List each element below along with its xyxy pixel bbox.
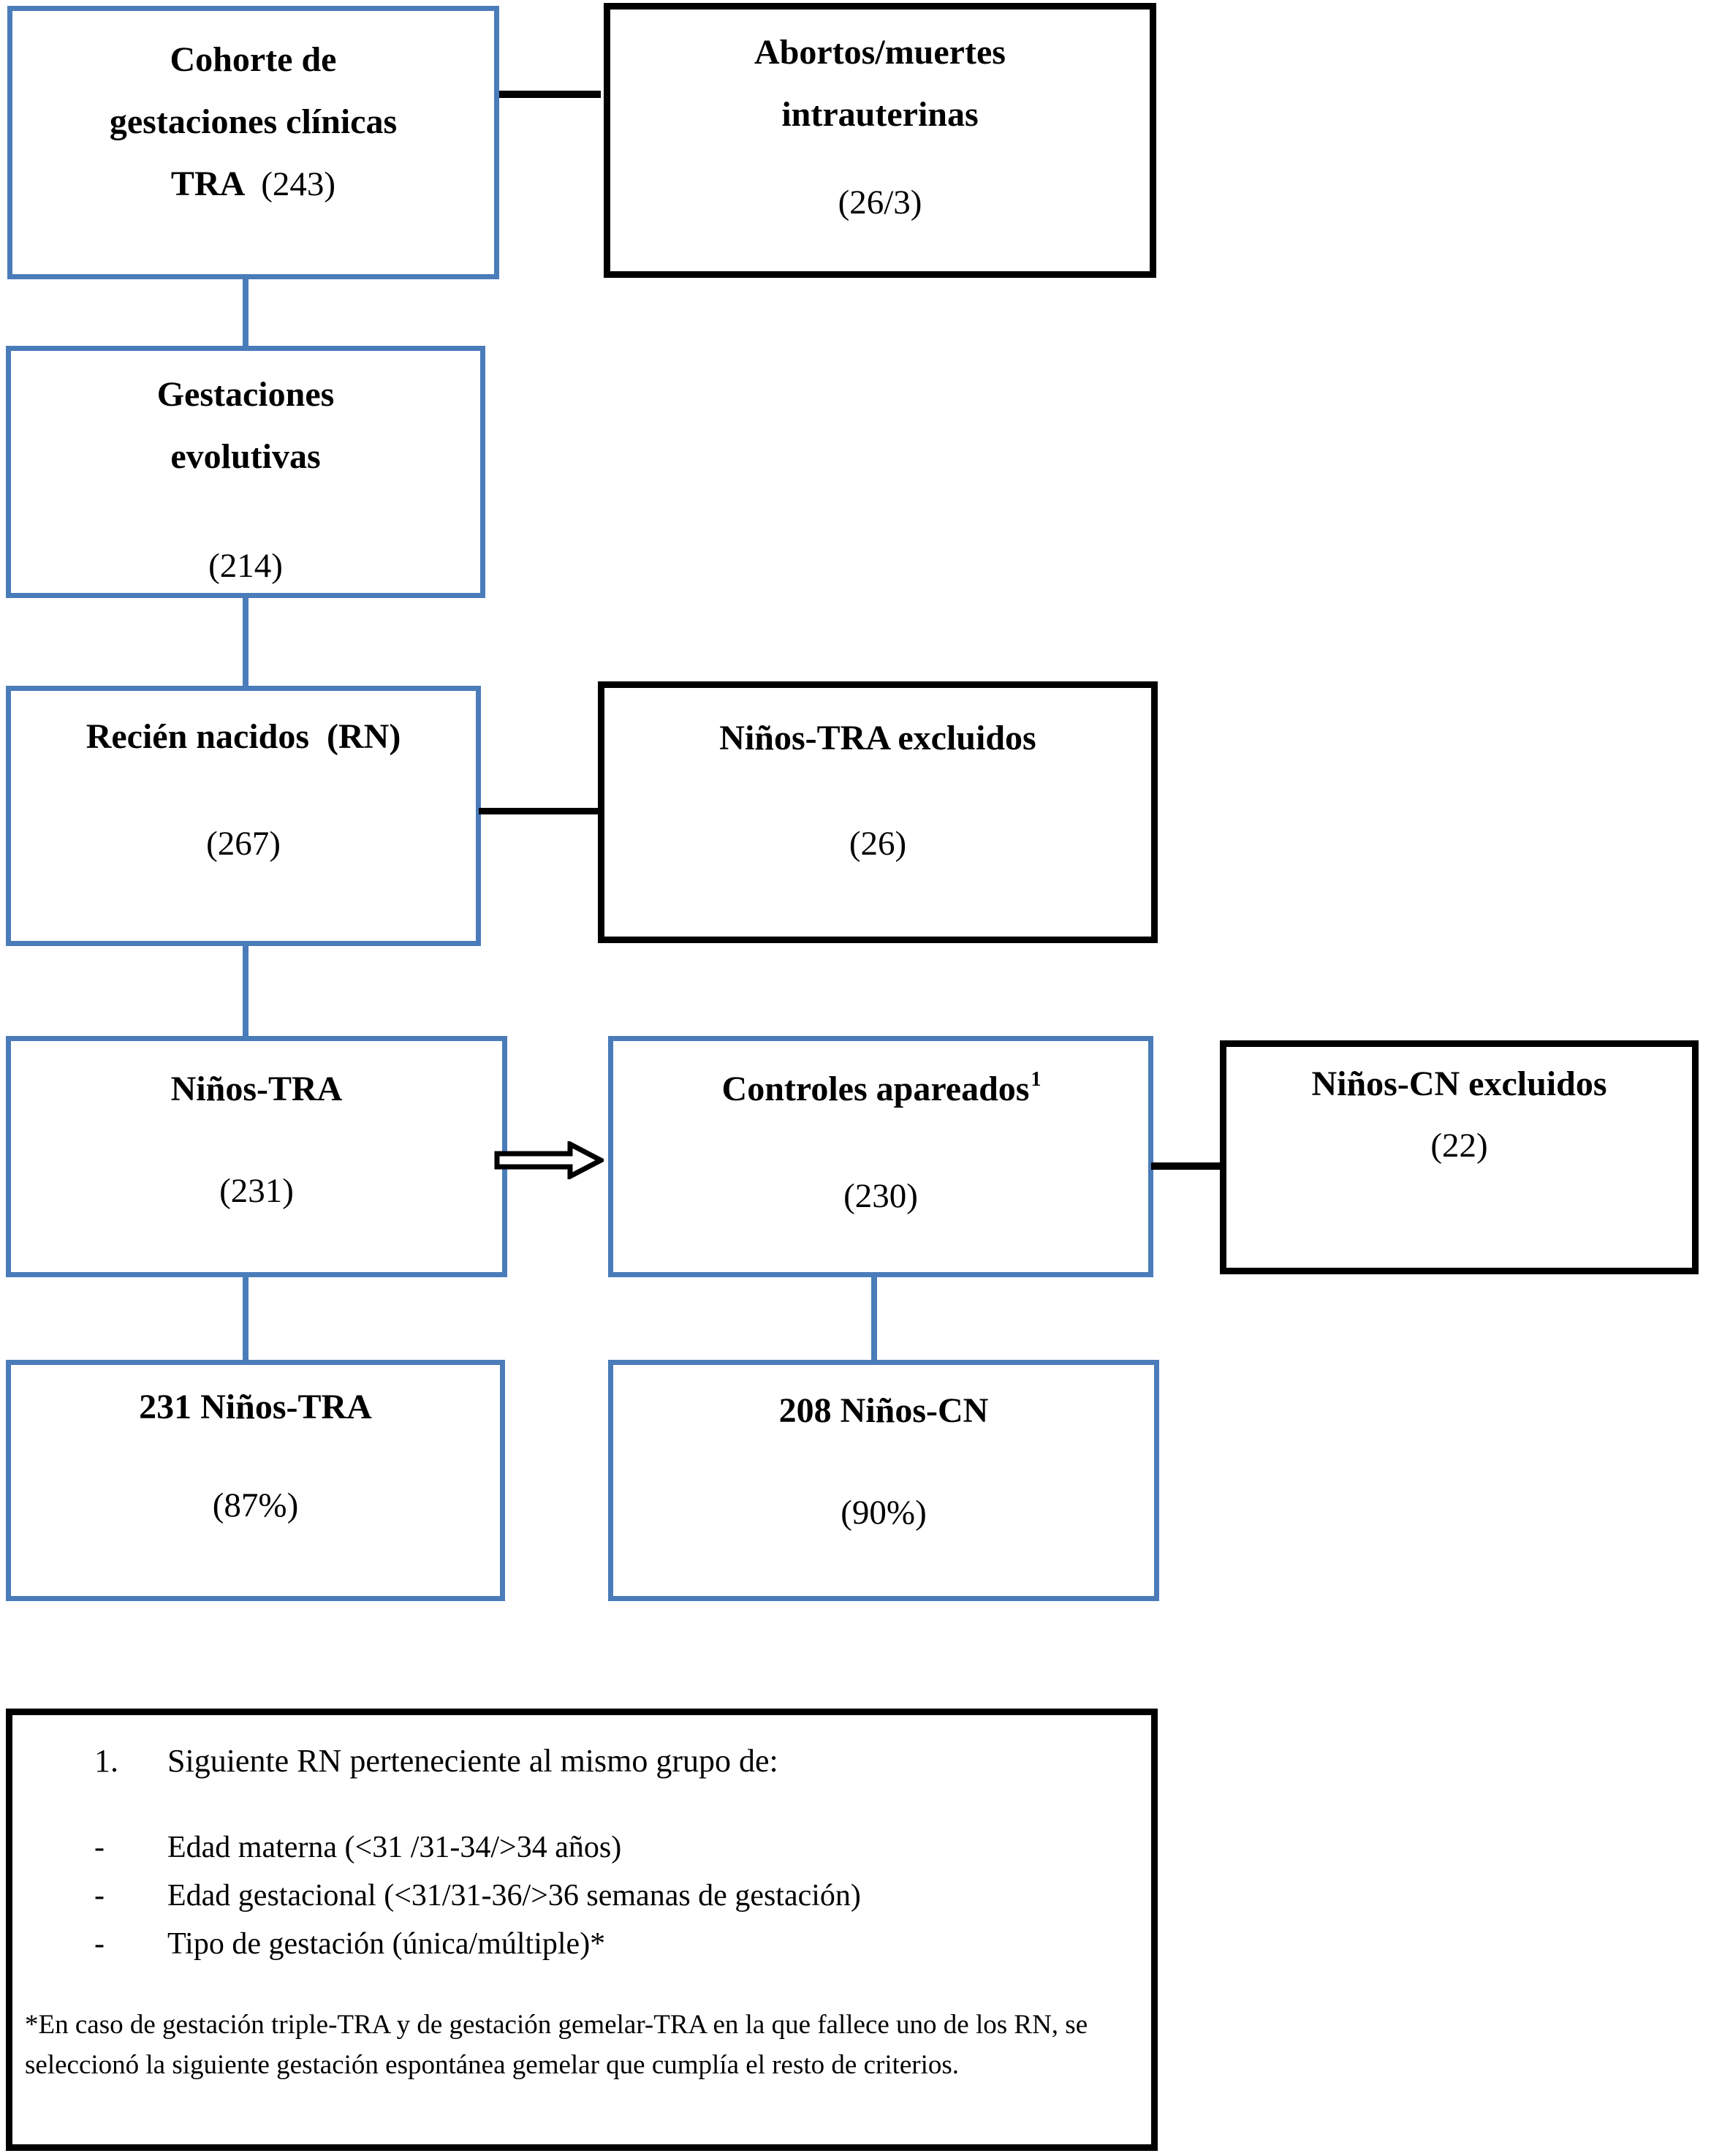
box-count: (22) (1430, 1127, 1488, 1165)
box-title-line: Gestaciones (156, 375, 335, 414)
footnote-asterisk-note: *En caso de gestación triple-TRA y de ge… (25, 2010, 1088, 2080)
box-final-ninos-tra: 231 Niños-TRA (87%) (6, 1360, 505, 1601)
box-title-line: 231 Niños-TRA (139, 1388, 372, 1426)
connector-cohorte-abortos (499, 91, 601, 98)
connector-ninostra-final (243, 1276, 249, 1361)
box-count: (243) (261, 165, 336, 203)
box-abortos-muertes: Abortos/muertes intrauterinas (26/3) (604, 3, 1156, 278)
footnote-box: 1. Siguiente RN perteneciente al mismo g… (6, 1709, 1158, 2151)
box-title-line: 208 Niños-CN (778, 1391, 989, 1430)
box-ninos-cn-excluidos: Niños-CN excluidos (22) (1220, 1040, 1699, 1274)
matching-arrow-icon (494, 1141, 604, 1179)
box-cohorte-gestaciones-tra: Cohorte de gestaciones clínicas TRA (243) (7, 6, 499, 279)
connector-controles-cnexcluidos (1151, 1162, 1221, 1170)
box-count: (267) (206, 825, 281, 863)
box-title-line: Cohorte de (170, 40, 337, 79)
box-count: (90%) (841, 1494, 927, 1532)
box-final-ninos-cn: 208 Niños-CN (90%) (608, 1360, 1159, 1601)
box-recien-nacidos: Recién nacidos (RN) (267) (6, 686, 481, 946)
box-title-line: TRA (243) (12, 153, 494, 216)
box-title-line: Niños-TRA (170, 1070, 343, 1108)
list-marker: - (94, 1831, 105, 1864)
box-title-line: gestaciones clínicas (109, 102, 398, 141)
box-count: (214) (208, 547, 283, 585)
connector-controles-final (871, 1276, 877, 1361)
box-count: (26) (849, 825, 907, 863)
box-count: (230) (843, 1177, 918, 1215)
box-title-line: intrauterinas (781, 95, 979, 134)
box-count: (231) (219, 1172, 294, 1210)
box-title-line: Niños-TRA excluidos (719, 719, 1036, 757)
footnote-text: Siguiente RN perteneciente al mismo grup… (167, 1743, 778, 1779)
list-marker: - (94, 1927, 105, 1961)
footnote-text: Edad gestacional (<31/31-36/>36 semanas … (167, 1879, 861, 1913)
box-controles-apareados: Controles apareados1 (230) (608, 1036, 1153, 1277)
box-label: Controles apareados (721, 1070, 1030, 1108)
box-count: (87%) (212, 1486, 299, 1524)
footnote-bullet-edad-gestacional: - Edad gestacional (<31/31-36/>36 semana… (25, 1872, 1137, 1920)
connector-cohorte-evolutivas (243, 278, 249, 347)
box-title-line: evolutivas (170, 437, 321, 476)
footnote-bullet-edad-materna: - Edad materna (<31 /31-34/>34 años) (25, 1823, 1137, 1872)
box-title-line: Controles apareados1 (613, 1058, 1148, 1125)
box-title-line: Abortos/muertes (754, 33, 1006, 72)
box-ninos-tra: Niños-TRA (231) (6, 1036, 507, 1277)
connector-recien-ninostra (243, 945, 249, 1037)
list-marker: - (94, 1879, 105, 1913)
connector-recien-excluidos (479, 808, 599, 814)
footnote-reference-superscript: 1 (1031, 1068, 1042, 1091)
box-label: TRA (170, 164, 246, 203)
box-gestaciones-evolutivas: Gestaciones evolutivas (214) (6, 346, 485, 598)
footnote-bullet-tipo-gestacion: - Tipo de gestación (única/múltiple)* (25, 1920, 1137, 1968)
footnote-text: Tipo de gestación (única/múltiple)* (167, 1927, 606, 1961)
footnote-text: Edad materna (<31 /31-34/>34 años) (167, 1831, 622, 1864)
box-ninos-tra-excluidos: Niños-TRA excluidos (26) (598, 681, 1158, 943)
connector-evolutivas-recien (243, 596, 249, 687)
box-count: (26/3) (838, 184, 922, 222)
footnote-item-matching-criteria: 1. Siguiente RN perteneciente al mismo g… (25, 1739, 1137, 1783)
box-title-line: Recién nacidos (RN) (86, 717, 401, 756)
list-marker: 1. (94, 1743, 118, 1779)
box-title-line: Niños-CN excluidos (1311, 1064, 1607, 1103)
